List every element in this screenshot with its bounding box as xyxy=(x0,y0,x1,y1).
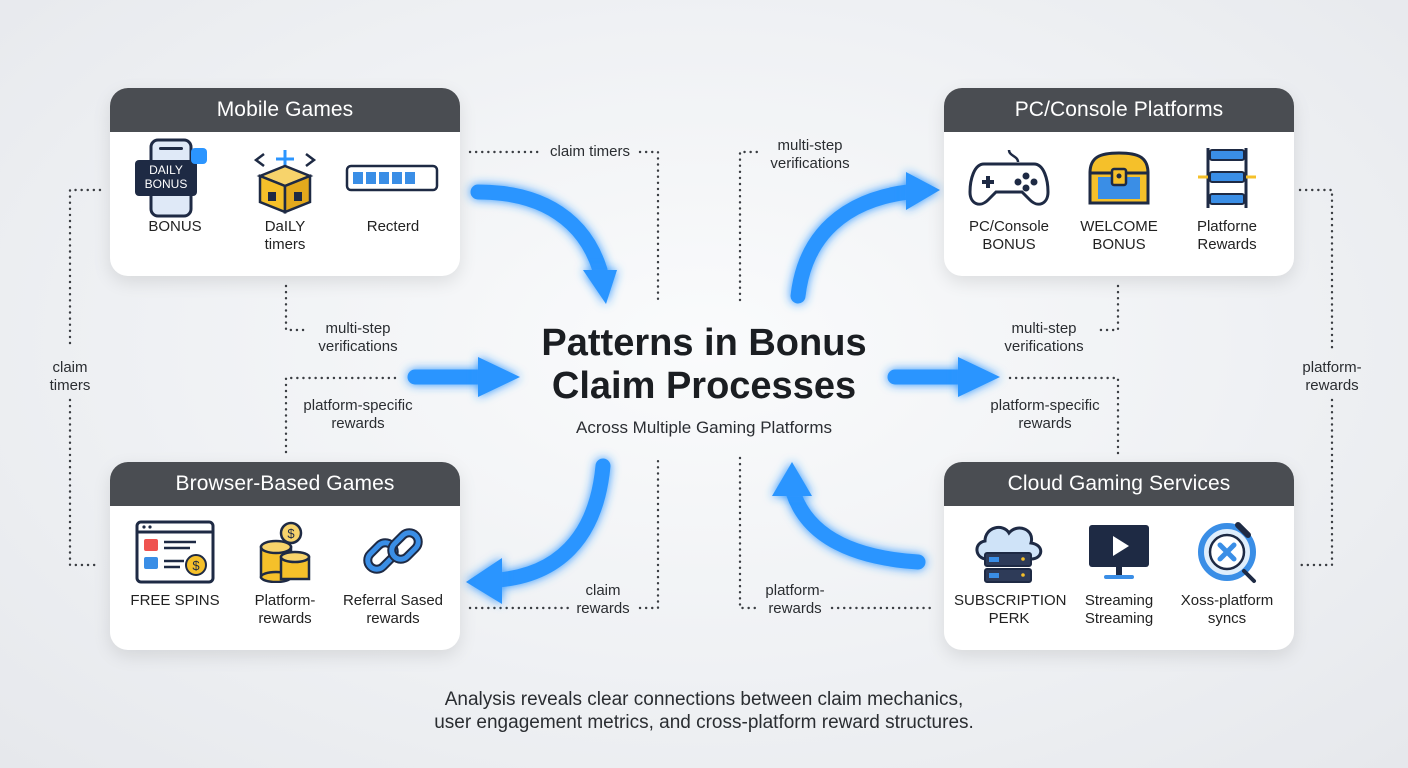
arrow-head xyxy=(583,270,617,304)
item-recterd[interactable]: Recterd xyxy=(338,138,448,236)
treasure-chest-icon xyxy=(1064,138,1174,218)
connector-label-left-upper: multi-step verifications xyxy=(318,320,398,355)
item-referral-rewards[interactable]: Referral Sased rewards xyxy=(338,512,448,628)
svg-text:$: $ xyxy=(192,558,200,573)
item-label: SUBSCRIPTION PERK xyxy=(954,592,1067,627)
svg-text:$: $ xyxy=(287,526,295,541)
flow-arrow xyxy=(470,184,608,278)
item-subscription-perk[interactable]: SUBSCRIPTION PERK xyxy=(954,512,1067,628)
connector-label-top-left: claim timers xyxy=(549,143,630,160)
card-title: Browser-Based Games xyxy=(110,462,460,506)
card-pc-console[interactable]: PC/Console Platforms PC/Console BONUS xyxy=(944,88,1294,276)
chain-link-icon xyxy=(338,512,448,592)
dotted-connector xyxy=(738,150,762,302)
arrow-head xyxy=(466,558,502,604)
item-label: Platform- rewards xyxy=(254,592,316,627)
flow-arrow xyxy=(785,484,926,570)
footer-caption: Analysis reveals clear connections betwe… xyxy=(434,689,974,733)
item-label: Xoss-platform syncs xyxy=(1180,592,1274,627)
item-pc-console-bonus[interactable]: PC/Console BONUS xyxy=(954,138,1064,254)
item-label: PC/Console BONUS xyxy=(968,218,1050,253)
item-label: Referral Sased rewards xyxy=(342,592,444,627)
item-label: Recterd xyxy=(366,218,420,235)
connector-label-right-upper: multi-step verifications xyxy=(1004,320,1084,355)
item-streaming[interactable]: Streaming Streaming xyxy=(1064,512,1174,628)
card-title: PC/Console Platforms xyxy=(944,88,1294,132)
flow-arrow xyxy=(790,184,916,304)
flow-arrow xyxy=(490,458,611,588)
dotted-connector xyxy=(468,456,660,610)
connector-label-bottom-left: claim rewards xyxy=(576,582,630,617)
item-platforne-rewards[interactable]: Platforne Rewards xyxy=(1172,138,1282,254)
dotted-connector xyxy=(738,456,937,610)
dotted-connector xyxy=(1008,376,1120,460)
arrow-head xyxy=(478,357,520,397)
item-label: DaILY timers xyxy=(264,218,306,253)
browser-window-icon: $ xyxy=(120,512,230,592)
item-cross-platform-syncs[interactable]: Xoss-platform syncs xyxy=(1172,512,1282,628)
connector-label-right-lower: platform-specific rewards xyxy=(990,397,1100,432)
coin-stack-icon: $ xyxy=(230,512,340,592)
center-title-block: Patterns in Bonus Claim Processes Across… xyxy=(470,322,938,438)
dotted-connector xyxy=(284,284,307,332)
gamepad-icon xyxy=(954,138,1064,218)
card-browser-based-games[interactable]: Browser-Based Games $ FREE SPINS xyxy=(110,462,460,650)
arrow-head xyxy=(906,172,940,210)
streaming-monitor-icon xyxy=(1064,512,1174,592)
dotted-connector xyxy=(1096,284,1120,332)
connector-label-top-right: multi-step verifications xyxy=(770,137,850,172)
diagram-subtitle: Across Multiple Gaming Platforms xyxy=(575,418,833,437)
item-free-spins[interactable]: $ FREE SPINS xyxy=(120,512,230,610)
connector-label-bottom-right: platform- rewards xyxy=(765,582,825,617)
card-title: Cloud Gaming Services xyxy=(944,462,1294,506)
dotted-connector xyxy=(68,188,102,567)
item-daily-timers[interactable]: DaILY timers xyxy=(230,138,340,254)
dotted-connector xyxy=(468,150,660,302)
dotted-connector xyxy=(1298,188,1334,567)
diagram-title: Patterns in Bonus Claim Processes xyxy=(541,322,867,407)
treasure-box-icon xyxy=(230,138,340,218)
item-label: Streaming Streaming xyxy=(1084,592,1154,627)
cloud-server-icon xyxy=(954,512,1064,592)
reward-ladder-icon xyxy=(1172,138,1282,218)
connector-label-far-left: claim timers xyxy=(49,359,91,394)
progress-bar-icon xyxy=(338,138,448,218)
item-label: FREE SPINS xyxy=(130,592,220,609)
arrow-head xyxy=(772,462,812,496)
item-welcome-bonus[interactable]: WELCOME BONUS xyxy=(1064,138,1174,254)
item-label: Platforne Rewards xyxy=(1196,218,1258,253)
connector-label-far-right: platform- rewards xyxy=(1302,359,1362,394)
item-platform-rewards[interactable]: $ Platform- rewards xyxy=(230,512,340,628)
card-title: Mobile Games xyxy=(110,88,460,132)
connector-label-left-lower: platform-specific rewards xyxy=(303,397,413,432)
arrow-head xyxy=(958,357,1000,397)
card-cloud-gaming[interactable]: Cloud Gaming Services SUBSCRIPTION PERK xyxy=(944,462,1294,650)
dotted-connector xyxy=(284,376,397,460)
item-label: WELCOME BONUS xyxy=(1080,218,1158,253)
cross-platform-sync-icon xyxy=(1172,512,1282,592)
item-label: BONUS xyxy=(148,218,202,235)
